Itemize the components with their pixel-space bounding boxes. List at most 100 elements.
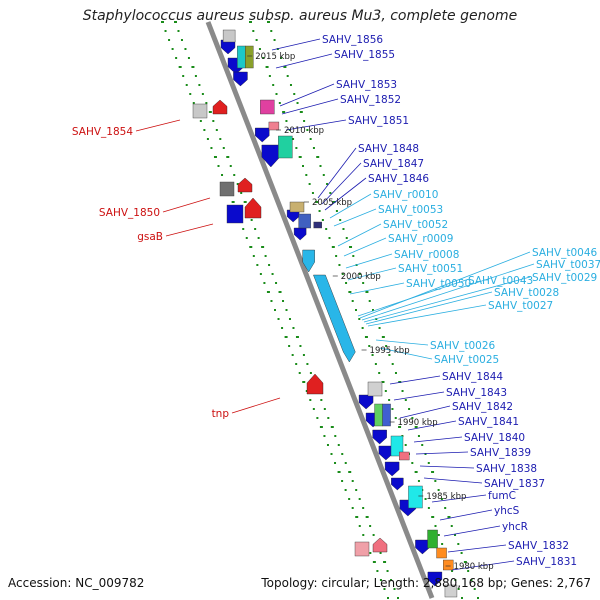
track-dot: [477, 597, 479, 599]
gene-other[interactable]: [374, 403, 383, 427]
gene-label[interactable]: SAHV_t0053: [378, 204, 443, 216]
gene-other[interactable]: [427, 529, 438, 549]
track-dot: [316, 156, 320, 158]
gene-label[interactable]: SAHV_r0009: [388, 233, 453, 245]
gene-forward[interactable]: [372, 429, 387, 445]
gene-label[interactable]: SAHV_1851: [348, 115, 409, 127]
gene-reverse[interactable]: [237, 177, 253, 193]
track-dot: [328, 237, 331, 239]
gene-other[interactable]: [298, 213, 311, 229]
gene-label[interactable]: SAHV_1843: [446, 387, 507, 399]
gene-reverse[interactable]: [354, 541, 370, 557]
gene-label[interactable]: SAHV_t0052: [383, 219, 448, 231]
gene-label[interactable]: SAHV_1844: [442, 371, 503, 383]
track-dot: [284, 336, 288, 338]
gene-other[interactable]: [260, 99, 275, 115]
gene-label[interactable]: SAHV_1853: [336, 79, 397, 91]
gene-label[interactable]: SAHV_1831: [516, 556, 577, 568]
gene-forward[interactable]: [415, 539, 430, 555]
gene-reverse[interactable]: [306, 373, 324, 395]
gene-label[interactable]: SAHV_r0010: [373, 189, 438, 201]
gene-other[interactable]: [222, 29, 236, 43]
gene-other[interactable]: [268, 121, 280, 131]
gene-label[interactable]: SAHV_t0029: [532, 272, 597, 284]
gene-forward[interactable]: [255, 127, 270, 143]
gene-label[interactable]: SAHV_t0025: [434, 354, 499, 366]
gene-forward[interactable]: [293, 227, 307, 241]
gene-label[interactable]: gsaB: [137, 231, 163, 243]
gene-label[interactable]: SAHV_1832: [508, 540, 569, 552]
gene-forward[interactable]: [427, 571, 443, 587]
gene-label[interactable]: fumC: [488, 490, 516, 502]
track-dot: [338, 264, 341, 266]
gene-label[interactable]: SAHV_t0026: [430, 340, 496, 352]
gene-other[interactable]: [289, 201, 305, 213]
track-dot: [180, 39, 183, 41]
gene-label[interactable]: yhcR: [502, 521, 528, 533]
gene-other[interactable]: [313, 221, 322, 229]
gene-rna-large[interactable]: [313, 274, 356, 363]
track-dot: [309, 138, 312, 140]
gene-label[interactable]: SAHV_t0043: [468, 275, 533, 287]
gene-other[interactable]: [408, 485, 423, 509]
track-dot: [189, 93, 192, 95]
track-dot: [219, 138, 222, 140]
gene-label[interactable]: SAHV_1852: [340, 94, 401, 106]
track-dot: [256, 264, 259, 266]
gene-forward[interactable]: [391, 477, 404, 491]
gene-label[interactable]: SAHV_1837: [484, 478, 545, 490]
gene-reverse[interactable]: [219, 181, 235, 197]
gene-other[interactable]: [237, 45, 246, 69]
gene-label[interactable]: SAHV_t0028: [494, 287, 559, 299]
gene-label[interactable]: SAHV_1838: [476, 463, 537, 475]
gene-other[interactable]: [436, 547, 447, 559]
gene-label[interactable]: SAHV_t0050: [406, 278, 471, 290]
gene-other[interactable]: [444, 584, 458, 598]
gene-label[interactable]: SAHV_1854: [72, 126, 133, 138]
gene-reverse[interactable]: [226, 204, 244, 224]
gene-rna[interactable]: [302, 249, 315, 273]
gene-label[interactable]: SAHV_1840: [464, 432, 525, 444]
gene-label[interactable]: SAHV_1841: [458, 416, 519, 428]
gene-reverse[interactable]: [212, 99, 228, 115]
gene-label[interactable]: SAHV_r0008: [394, 249, 459, 261]
gene-forward[interactable]: [378, 445, 394, 461]
track-dot: [431, 516, 435, 518]
gene-reverse[interactable]: [372, 537, 388, 553]
gene-label[interactable]: SAHV_1839: [470, 447, 531, 459]
gene-other[interactable]: [443, 559, 454, 571]
gene-forward[interactable]: [358, 394, 374, 410]
gene-label[interactable]: SAHV_1842: [452, 401, 513, 413]
gene-label[interactable]: SAHV_1856: [322, 34, 383, 46]
gene-label[interactable]: tnp: [212, 408, 230, 420]
gene-other[interactable]: [278, 135, 293, 159]
track-dot: [245, 237, 248, 239]
gene-other[interactable]: [367, 381, 383, 397]
gene-reverse[interactable]: [244, 197, 262, 219]
gene-label[interactable]: SAHV_1847: [363, 158, 424, 170]
track-dot: [275, 93, 278, 95]
gene-label[interactable]: SAHV_1848: [358, 143, 419, 155]
leader-line: [337, 223, 382, 247]
gene-label[interactable]: SAHV_t0027: [488, 300, 553, 312]
gene-other[interactable]: [382, 403, 391, 427]
gene-forward[interactable]: [384, 461, 400, 477]
gene-other[interactable]: [245, 45, 254, 69]
gene-other[interactable]: [390, 435, 404, 457]
scale-tick-label: 2015 kbp: [255, 52, 295, 62]
track-dot: [270, 30, 273, 32]
gene-label[interactable]: SAHV_t0037: [536, 259, 600, 271]
gene-reverse[interactable]: [192, 103, 208, 119]
gene-label[interactable]: SAHV_t0051: [398, 263, 463, 275]
gene-forward[interactable]: [261, 144, 281, 168]
gene-forward[interactable]: [233, 71, 248, 87]
gene-label[interactable]: SAHV_1846: [368, 173, 429, 185]
gene-label[interactable]: SAHV_1850: [99, 207, 160, 219]
gene-other[interactable]: [399, 451, 410, 461]
gene-label[interactable]: SAHV_t0046: [532, 247, 598, 259]
track-dot: [362, 282, 365, 284]
gene-label[interactable]: yhcS: [494, 505, 520, 517]
track-dot: [352, 255, 355, 257]
gene-label[interactable]: SAHV_1855: [334, 49, 395, 61]
